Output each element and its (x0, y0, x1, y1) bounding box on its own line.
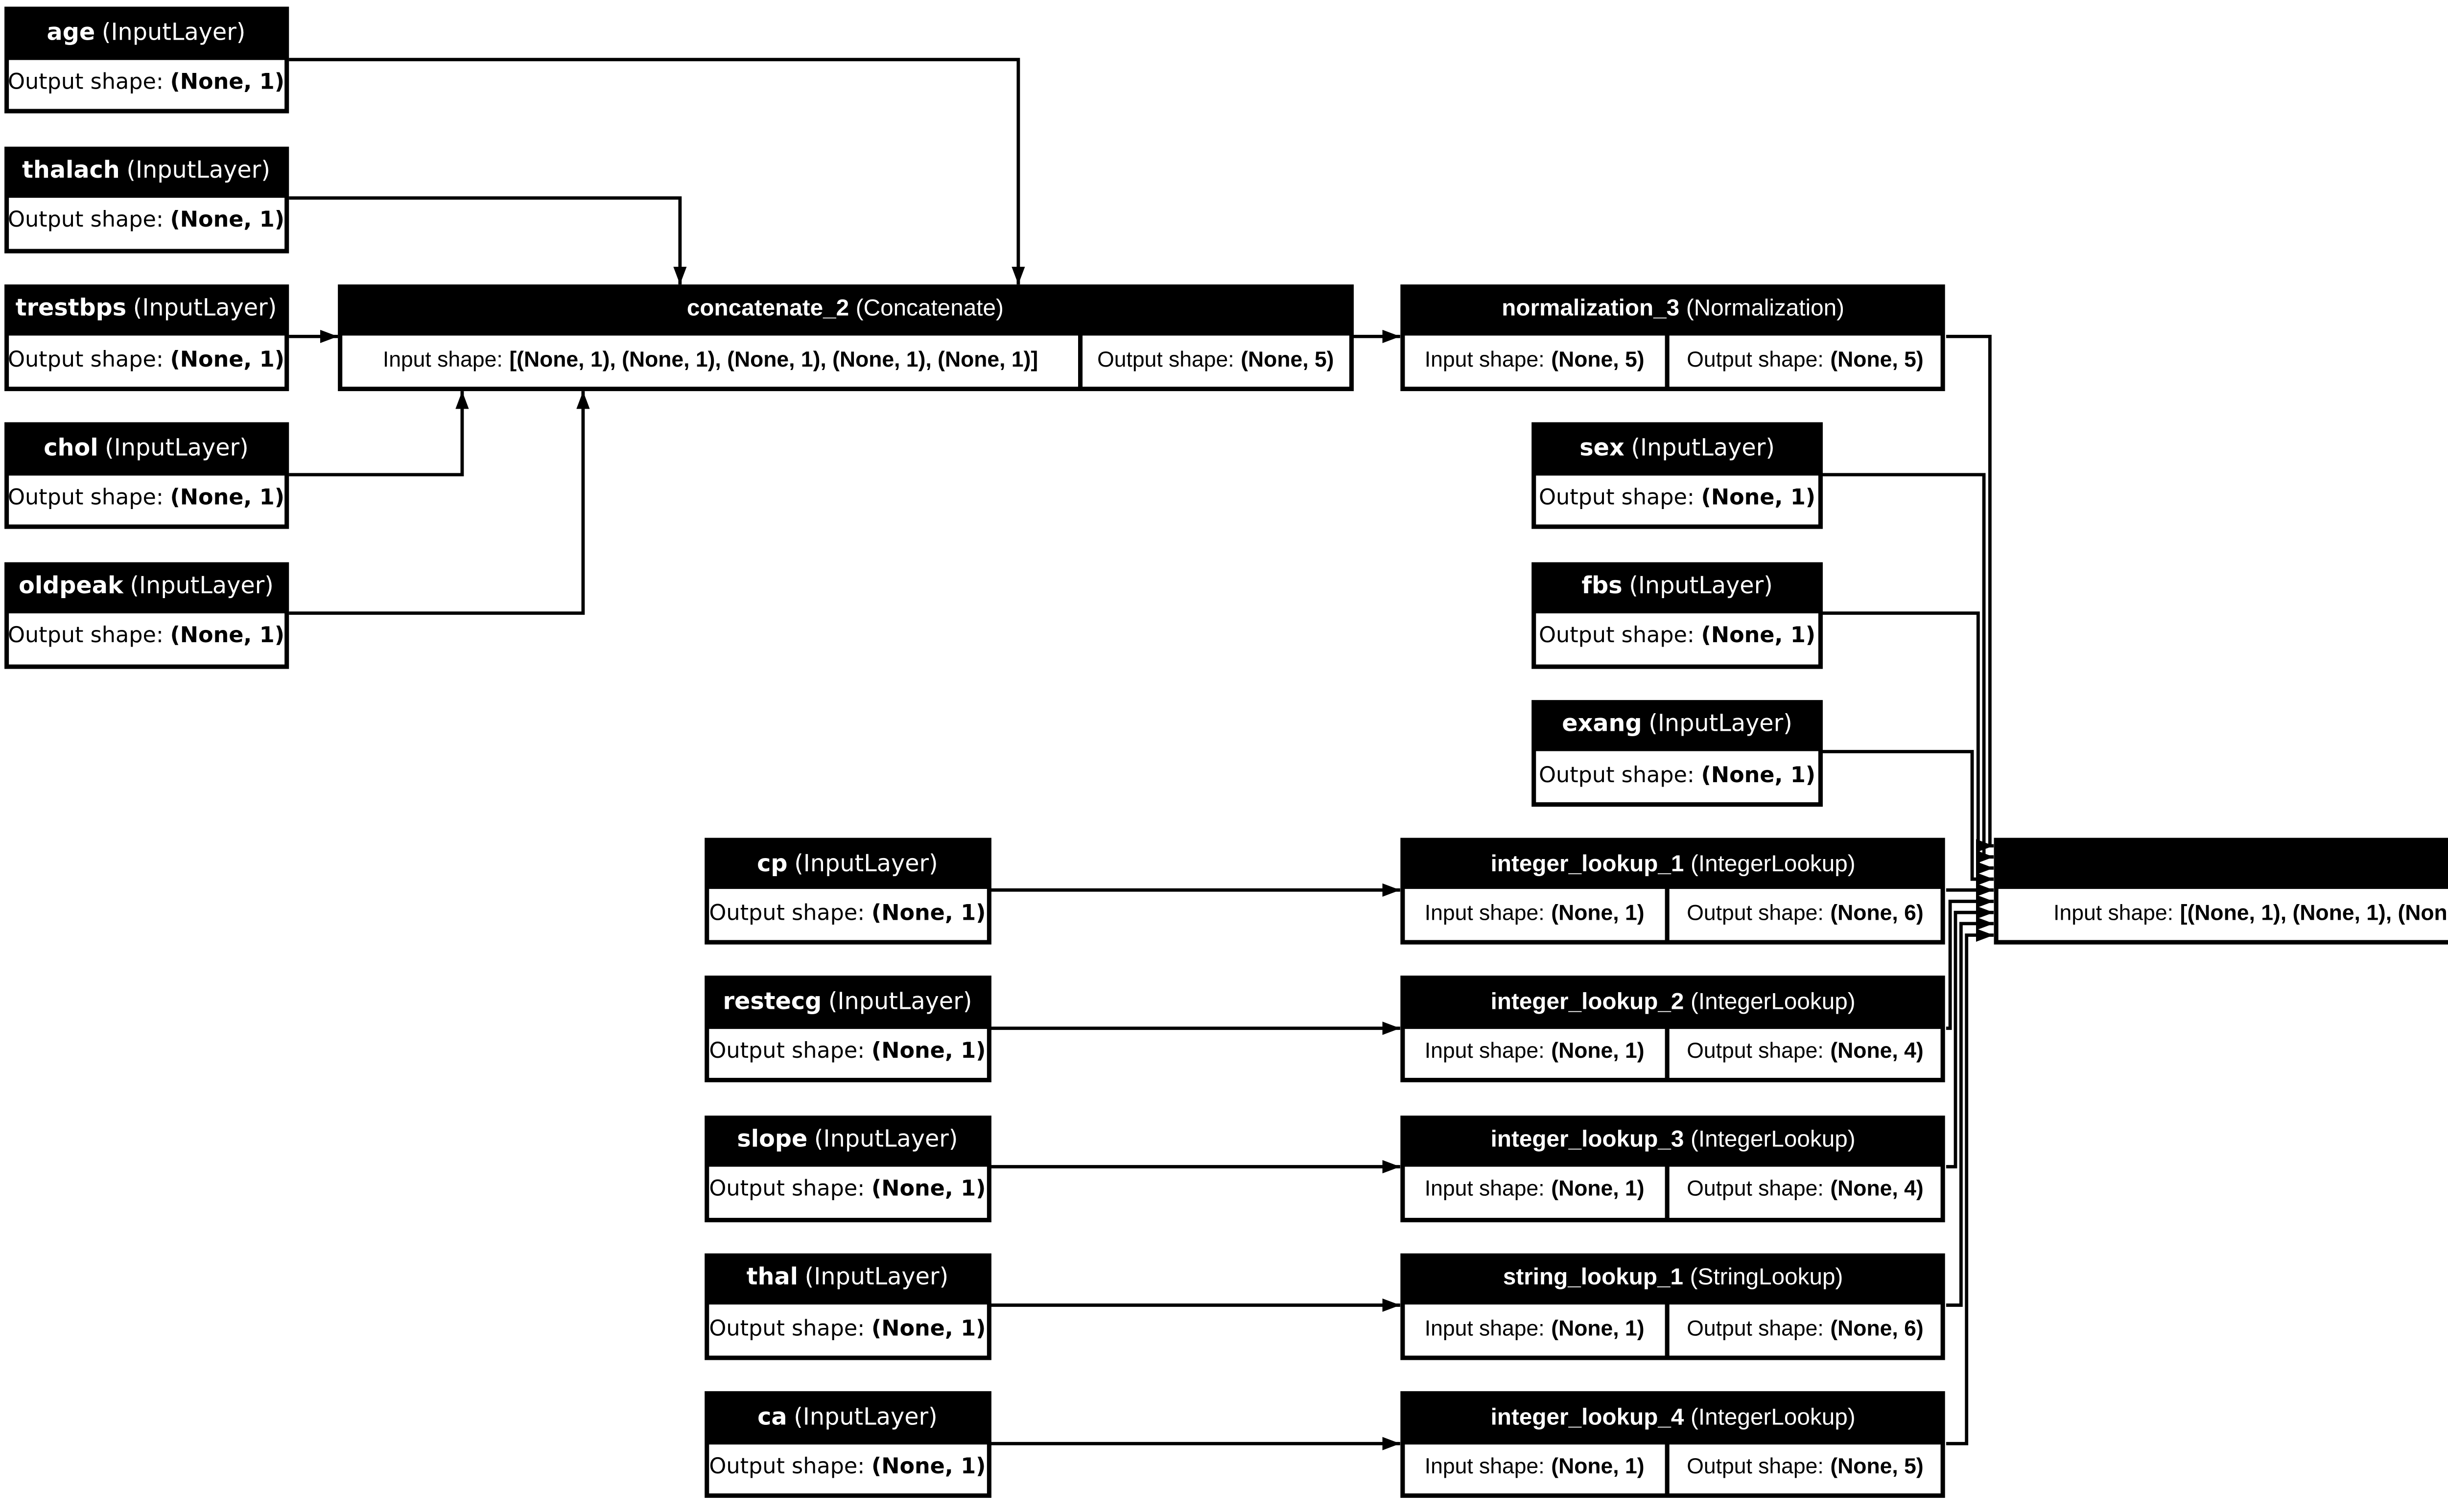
output-shape-cell: Output shape:(None, 6) (1669, 890, 1942, 940)
node-normalization_3: normalization_3(Normalization) Input sha… (1400, 284, 1946, 392)
output-shape-cell: Output shape:(None, 6) (1669, 1305, 1942, 1356)
output-shape-cell: Output shape:(None, 1) (7, 336, 285, 387)
node-title: concatenate_2(Concatenate) (686, 296, 1004, 324)
node-integer_lookup_4: integer_lookup_4(IntegerLookup) Input sh… (1400, 1392, 1946, 1498)
edge-normalization_3-to-concatenate_3 (1946, 334, 1994, 853)
node-trestbps: trestbps(InputLayer) Output shape:(None,… (3, 284, 289, 392)
node-chol: chol(InputLayer) Output shape:(None, 1) (3, 422, 289, 530)
node-title: fbs(InputLayer) (1581, 573, 1773, 600)
input-shape-cell: Input shape:(None, 1) (1404, 1305, 1665, 1356)
edge-integer_lookup_3-to-concatenate_3 (1946, 906, 1994, 1168)
output-shape-cell: Output shape:(None, 1) (709, 1443, 986, 1494)
output-shape-cell: Output shape:(None, 1) (709, 890, 986, 940)
node-title: sex(InputLayer) (1579, 435, 1775, 462)
output-shape-cell: Output shape:(None, 1) (709, 1028, 986, 1079)
output-shape-cell: Output shape:(None, 1) (709, 1305, 986, 1356)
node-string_lookup_1: string_lookup_1(StringLookup) Input shap… (1400, 1253, 1946, 1360)
node-integer_lookup_2: integer_lookup_2(IntegerLookup) Input sh… (1400, 976, 1946, 1083)
output-shape-cell: Output shape:(None, 1) (7, 59, 285, 110)
node-title: age(InputLayer) (47, 20, 246, 47)
node-integer_lookup_1: integer_lookup_1(IntegerLookup) Input sh… (1400, 838, 1946, 945)
node-title: integer_lookup_1(IntegerLookup) (1490, 850, 1856, 877)
edge-string_lookup_1-to-concatenate_3 (1946, 917, 1994, 1307)
node-sex: sex(InputLayer) Output shape:(None, 1) (1531, 422, 1823, 530)
output-shape-cell: Output shape:(None, 5) (1669, 1443, 1942, 1494)
node-title: concatenate_3(Concatenate) (1994, 838, 2448, 890)
node-slope: slope(InputLayer) Output shape:(None, 1) (705, 1115, 990, 1222)
output-shape-cell: Output shape:(None, 1) (1536, 751, 1818, 802)
input-shape-cell: Input shape:(None, 1) (1404, 1028, 1665, 1079)
node-cp: cp(InputLayer) Output shape:(None, 1) (705, 838, 990, 945)
output-shape-cell: Output shape:(None, 1) (1536, 613, 1818, 664)
node-title: chol(InputLayer) (44, 435, 249, 462)
node-title: exang(InputLayer) (1562, 711, 1792, 739)
edge-integer_lookup_4-to-concatenate_3 (1946, 928, 1994, 1445)
node-title: ca(InputLayer) (757, 1403, 938, 1431)
node-ca: ca(InputLayer) Output shape:(None, 1) (705, 1392, 990, 1498)
input-shape-cell: Input shape:(None, 5) (1404, 336, 1665, 387)
edge-oldpeak-to-concatenate_2 (289, 391, 590, 615)
node-concatenate_2: concatenate_2(Concatenate) Input shape:[… (338, 284, 1353, 392)
node-title: integer_lookup_2(IntegerLookup) (1490, 988, 1856, 1015)
input-shape-cell: Input shape:[(None, 1), (None, 1), (None… (342, 336, 1079, 387)
node-title: cp(InputLayer) (757, 850, 938, 877)
node-title: restecg(InputLayer) (723, 988, 972, 1015)
node-thalach: thalach(InputLayer) Output shape:(None, … (3, 146, 289, 253)
input-shape-cell: Input shape:(None, 1) (1404, 890, 1665, 940)
node-title: slope(InputLayer) (737, 1127, 958, 1154)
edge-chol-to-concatenate_2 (289, 391, 469, 477)
node-integer_lookup_3: integer_lookup_3(IntegerLookup) Input sh… (1400, 1115, 1946, 1222)
output-shape-cell: Output shape:(None, 5) (1669, 336, 1942, 387)
node-title: trestbps(InputLayer) (15, 296, 277, 324)
node-exang: exang(InputLayer) Output shape:(None, 1) (1531, 699, 1823, 807)
input-shape-cell: Input shape:(None, 1) (1404, 1166, 1665, 1217)
edge-integer_lookup_2-to-concatenate_3 (1946, 894, 1994, 1030)
node-title: integer_lookup_4(IntegerLookup) (1490, 1403, 1856, 1431)
output-shape-cell: Output shape:(None, 1) (7, 613, 285, 664)
input-shape-cell: Input shape:(None, 1) (1404, 1443, 1665, 1494)
node-oldpeak: oldpeak(InputLayer) Output shape:(None, … (3, 561, 289, 668)
output-shape-cell: Output shape:(None, 4) (1669, 1166, 1942, 1217)
output-shape-cell: Output shape:(None, 4) (1669, 1028, 1942, 1079)
output-shape-cell: Output shape:(None, 1) (7, 474, 285, 525)
node-title: string_lookup_1(StringLookup) (1503, 1265, 1843, 1292)
node-title: thalach(InputLayer) (22, 158, 270, 185)
node-age: age(InputLayer) Output shape:(None, 1) (3, 7, 289, 115)
node-title: normalization_3(Normalization) (1502, 296, 1845, 324)
edge-sex-to-concatenate_3 (1822, 473, 1994, 864)
node-title: thal(InputLayer) (746, 1265, 949, 1292)
edge-thalach-to-concatenate_2 (289, 196, 687, 285)
edge-age-to-concatenate_2 (289, 58, 1025, 285)
node-fbs: fbs(InputLayer) Output shape:(None, 1) (1531, 561, 1823, 668)
node-thal: thal(InputLayer) Output shape:(None, 1) (705, 1253, 990, 1360)
output-shape-cell: Output shape:(None, 5) (1083, 336, 1348, 387)
node-title: integer_lookup_3(IntegerLookup) (1490, 1127, 1856, 1154)
output-shape-cell: Output shape:(None, 1) (709, 1166, 986, 1217)
node-title: oldpeak(InputLayer) (19, 573, 274, 600)
node-restecg: restecg(InputLayer) Output shape:(None, … (705, 976, 990, 1083)
node-concatenate_3: concatenate_3(Concatenate) Input shape:[… (1994, 838, 2448, 945)
input-shape-cell: Input shape:[(None, 1), (None, 1), (None… (1998, 890, 2448, 940)
output-shape-cell: Output shape:(None, 1) (1536, 474, 1818, 525)
edge-fbs-to-concatenate_3 (1822, 611, 1994, 875)
output-shape-cell: Output shape:(None, 1) (7, 198, 285, 249)
